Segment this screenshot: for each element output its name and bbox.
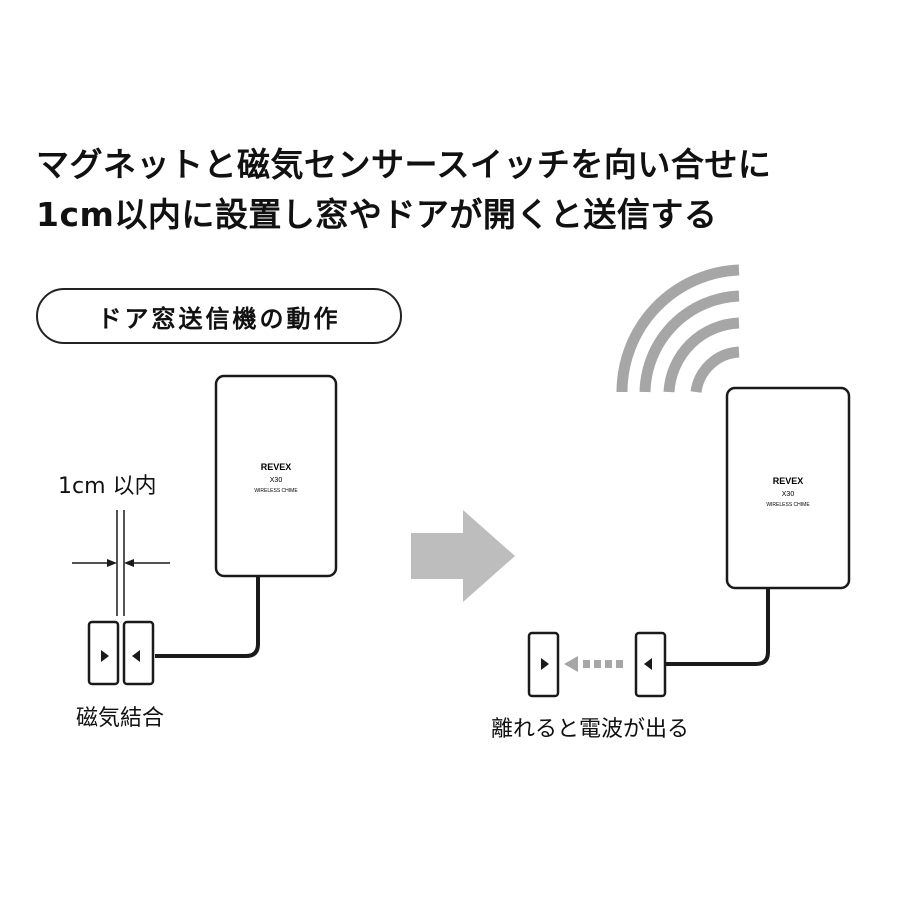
right-transmitter: REVEX X30 WIRELESS CHIME: [725, 386, 851, 590]
left-model-text: X30: [270, 477, 283, 484]
right-arrow-icon: [411, 510, 515, 602]
section-label: ドア窓送信機の動作: [36, 288, 402, 344]
separation-arrowhead: [564, 656, 578, 672]
right-model-text: X30: [782, 491, 795, 498]
distance-indicator: [72, 510, 170, 616]
separation-dot-1: [583, 660, 590, 668]
left-product-text: WIRELESS CHIME: [254, 488, 298, 494]
separation-arrow-icon: [564, 656, 623, 672]
headline-line-2: 1cm以内に設置し窓やドアが開くと送信する: [36, 195, 718, 234]
wave-arc-1: [690, 346, 740, 393]
distance-label: 1cm 以内: [58, 474, 157, 499]
separation-label: 離れると電波が出る: [491, 717, 690, 742]
wave-arc-3: [639, 290, 740, 393]
right-cable: [665, 588, 770, 666]
triangle-marker-icon: [101, 650, 109, 662]
headline: マグネットと磁気センサースイッチを向い合せに 1cm以内に設置し窓やドアが開くと…: [36, 140, 876, 240]
separated-pair: [527, 631, 667, 698]
dimension-arrowhead-left: [107, 559, 117, 567]
triangle-marker-icon: [644, 658, 652, 670]
right-product-text: WIRELESS CHIME: [766, 502, 810, 508]
left-cable: [155, 576, 260, 658]
radio-waves-icon: [616, 264, 740, 393]
right-device-body: [725, 386, 851, 590]
dimension-arrowhead-right: [124, 559, 134, 567]
coupled-pair: [87, 620, 155, 686]
left-brand-text: REVEX: [261, 462, 292, 472]
right-brand-text: REVEX: [773, 476, 804, 486]
triangle-marker-icon: [541, 658, 549, 670]
headline-line-1: マグネットと磁気センサースイッチを向い合せに: [36, 145, 772, 184]
left-device-body: [214, 374, 338, 578]
separation-dot-4: [616, 660, 623, 668]
separation-dot-2: [594, 660, 601, 668]
separation-dot-3: [605, 660, 612, 668]
triangle-marker-icon: [132, 650, 140, 662]
left-transmitter: REVEX X30 WIRELESS CHIME: [214, 374, 338, 578]
wave-arc-4: [616, 264, 740, 393]
wave-arc-2: [663, 317, 740, 393]
coupling-label: 磁気結合: [76, 706, 165, 731]
